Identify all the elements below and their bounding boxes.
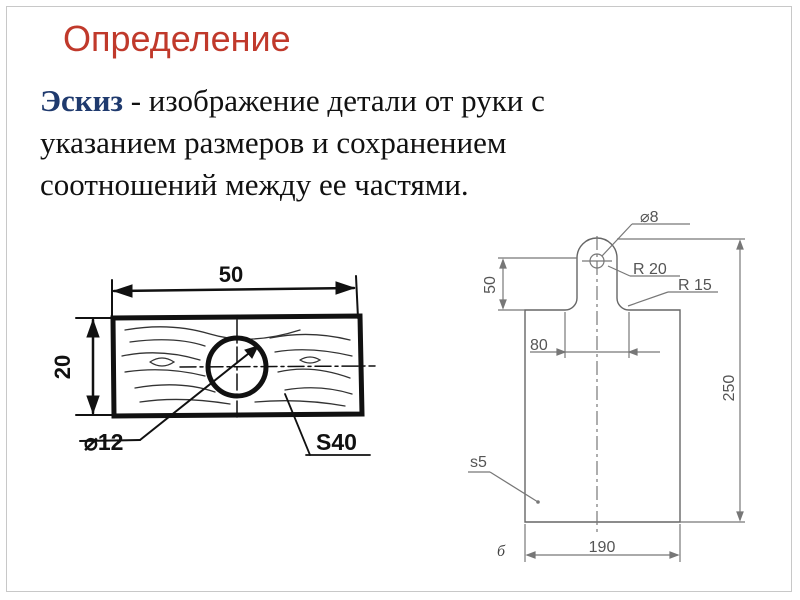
sketch-b-thickness-label: s5 <box>470 454 487 471</box>
sketch-a-thickness-label: S40 <box>316 429 357 455</box>
sketch-b-50-label: 50 <box>482 276 499 294</box>
sketch-a-height-label: 20 <box>50 355 75 379</box>
sketch-b: ⌀8 R 20 R 15 50 80 250 190 s5 б <box>468 209 745 562</box>
sketch-b-190-label: 190 <box>589 539 616 556</box>
slide-title: Определение <box>63 18 291 59</box>
sketch-b-caption: б <box>497 543 506 560</box>
definition-term: Эскиз <box>40 83 123 118</box>
sketch-b-r15-label: R 15 <box>678 277 712 294</box>
sketch-b-r20-label: R 20 <box>633 261 667 278</box>
definition-text: - изображение детали от руки с указанием… <box>40 83 545 202</box>
sketch-a-width-label: 50 <box>219 262 243 287</box>
sketch-a: 50 20 ⌀12 S40 <box>50 262 376 456</box>
sketch-b-hole-label: ⌀8 <box>640 209 659 226</box>
sketch-b-80-label: 80 <box>530 337 548 354</box>
definition-paragraph: Эскиз - изображение детали от руки с ука… <box>40 80 640 206</box>
sketch-a-hole-label: ⌀12 <box>84 429 123 455</box>
slide-frame <box>6 6 792 592</box>
sketch-b-250-label: 250 <box>721 375 738 402</box>
